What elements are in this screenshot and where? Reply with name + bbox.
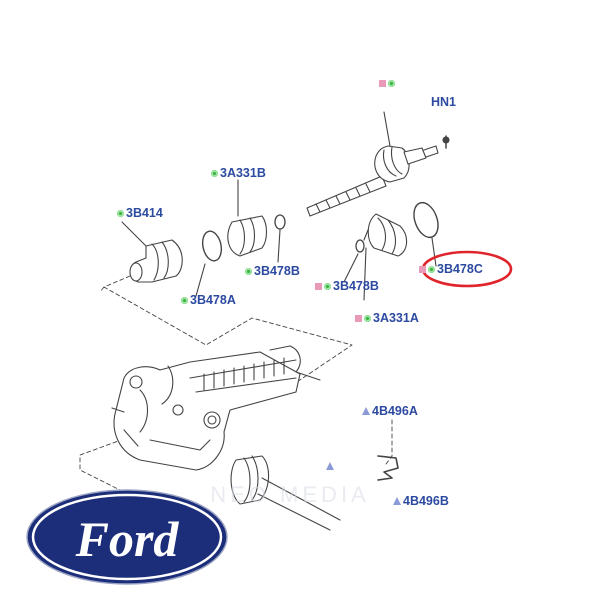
green-circle-icon <box>211 170 218 177</box>
part-label-3b478a: 3B478A <box>181 293 236 307</box>
pink-square-icon <box>315 283 322 290</box>
part-label-3a331b: 3A331B <box>211 166 266 180</box>
part-label-3b478c: 3B478C <box>419 262 483 276</box>
green-circle-icon <box>181 297 188 304</box>
ford-logo: Ford <box>26 489 228 585</box>
part-label-4b496b: 4B496B <box>393 494 449 508</box>
pink-square-icon <box>355 315 362 322</box>
clamp-3b478c <box>413 201 439 267</box>
clamp-3b478b-right <box>343 239 365 283</box>
watermark: NEO MEDIA <box>210 482 369 507</box>
green-circle-icon <box>117 210 124 217</box>
halfshaft-lower <box>230 455 341 531</box>
green-circle-icon <box>428 266 435 273</box>
triangle-icon <box>393 497 401 505</box>
boot-3a331b <box>227 179 268 257</box>
dashed-reference-line <box>79 275 393 491</box>
pointer-triangle <box>326 462 334 470</box>
part-label-marker-top <box>379 76 397 90</box>
pink-square-icon <box>419 266 426 273</box>
part-label-hn1: HN1 <box>431 95 457 109</box>
halfshaft-upper <box>306 111 450 217</box>
part-label-3a331a: 3A331A <box>355 311 419 325</box>
part-label-3b478b-right: 3B478B <box>315 279 379 293</box>
clip-4b496a <box>377 455 399 481</box>
cv-joint-left <box>121 221 183 283</box>
triangle-icon <box>362 407 370 415</box>
green-circle-icon <box>245 268 252 275</box>
green-circle-icon <box>388 80 395 87</box>
boot-3a331a <box>363 213 408 301</box>
ford-logo-text: Ford <box>75 511 180 567</box>
green-circle-icon <box>324 283 331 290</box>
part-label-3b414: 3B414 <box>117 206 163 220</box>
green-circle-icon <box>364 315 371 322</box>
differential-housing <box>111 345 321 471</box>
clamp-3b478a <box>201 230 223 262</box>
pink-square-icon <box>379 80 386 87</box>
part-label-3b478b-left: 3B478B <box>245 264 300 278</box>
part-label-4b496a: 4B496A <box>362 404 418 418</box>
clamp-3b478b-left <box>274 214 286 263</box>
